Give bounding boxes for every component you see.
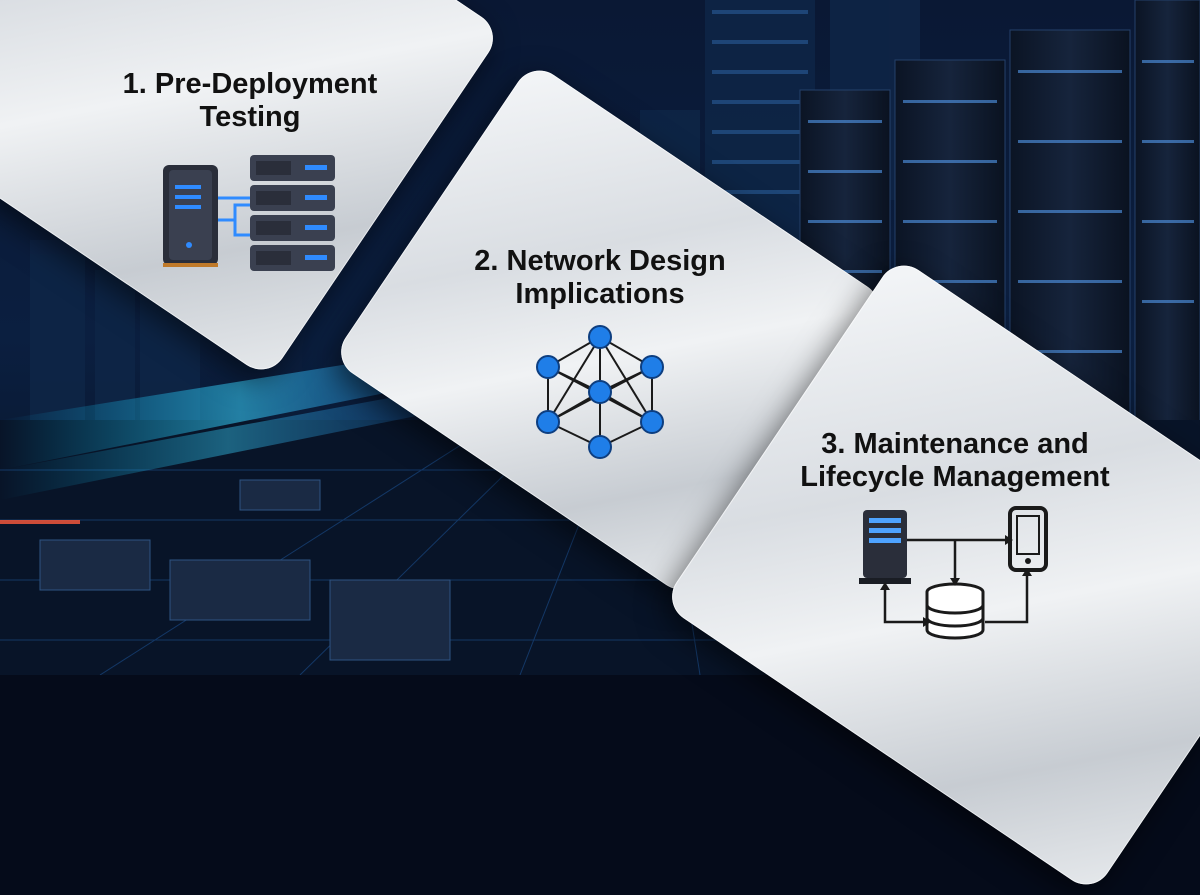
servers-connected-icon: [155, 150, 345, 275]
lifecycle-flow-icon: [855, 504, 1055, 644]
network-graph-icon: [520, 325, 680, 460]
card-title-line1: 2. Network Design: [474, 245, 726, 277]
card-pre-deployment: 1. Pre-Deployment Testing: [90, 68, 410, 275]
card-title-line2: Lifecycle Management: [800, 461, 1110, 493]
card-title-line1: 3. Maintenance and: [821, 428, 1089, 460]
card-title-line2: Implications: [515, 278, 685, 310]
card-title-line1: 1. Pre-Deployment: [122, 68, 378, 100]
card-maintenance: 3. Maintenance and Lifecycle Management: [790, 428, 1120, 644]
card-title-line2: Testing: [199, 101, 301, 133]
card-network-design: 2. Network Design Implications: [445, 245, 755, 460]
